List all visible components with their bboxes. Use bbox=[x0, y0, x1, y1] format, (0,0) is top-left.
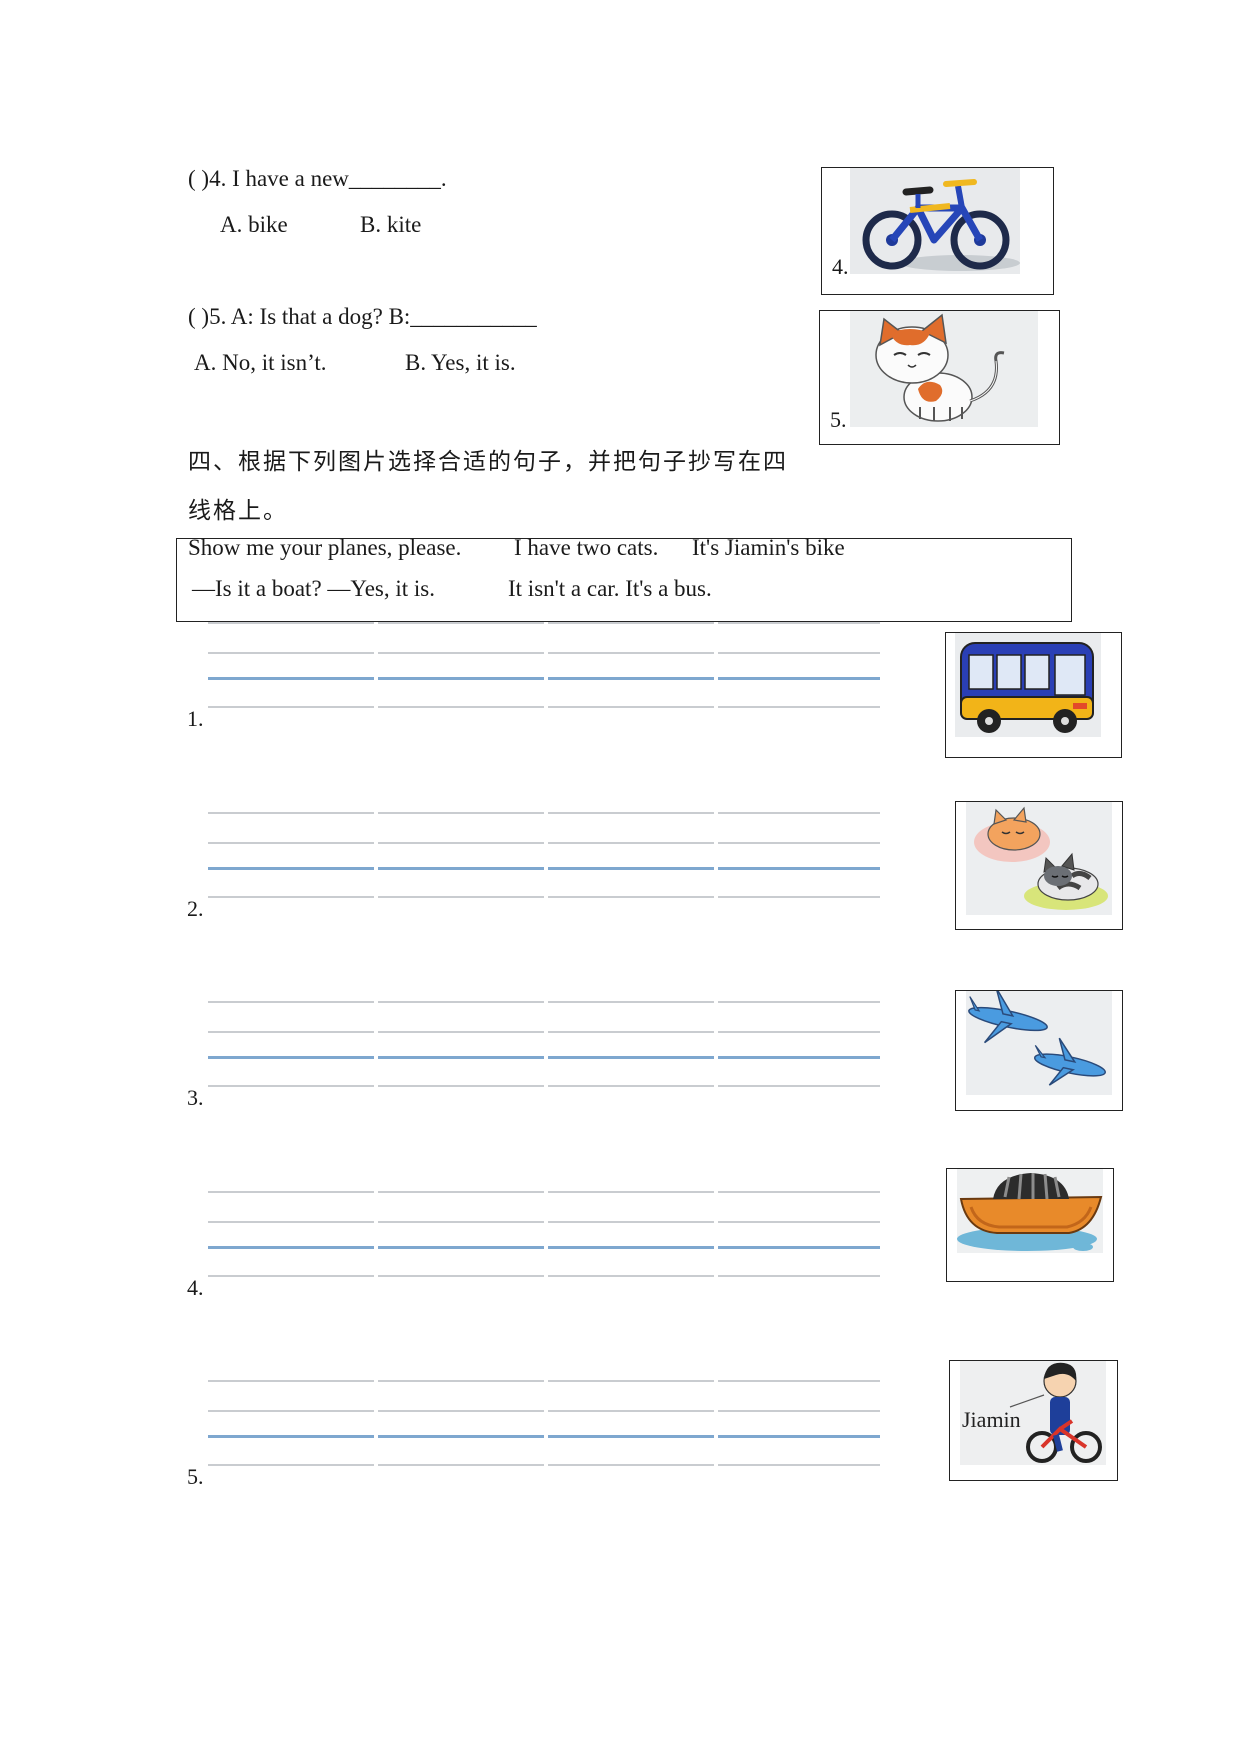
item-number: 1. bbox=[187, 706, 204, 731]
item-3-picture-frame bbox=[955, 990, 1123, 1111]
question-4-stem: ( )4. I have a new________. bbox=[188, 166, 447, 191]
bike-icon bbox=[850, 168, 1020, 274]
item-number: 5. bbox=[187, 1464, 204, 1489]
sentence-bank-item: It isn't a car. It's a bus. bbox=[508, 576, 712, 601]
section-4-heading-line1: 四、根据下列图片选择合适的句子，并把句子抄写在四 bbox=[188, 449, 788, 475]
boy-bike-icon: Jiamin bbox=[960, 1361, 1106, 1465]
boat-icon bbox=[957, 1169, 1103, 1253]
section-4-heading-line2: 线格上。 bbox=[188, 498, 288, 524]
two-cats-icon bbox=[966, 802, 1112, 915]
sentence-bank-item: —Is it a boat? —Yes, it is. bbox=[192, 576, 435, 601]
question-4-picture-label: 4. bbox=[832, 254, 849, 279]
planes-icon bbox=[966, 991, 1112, 1095]
question-5-option-a: A. No, it isn’t. bbox=[194, 350, 327, 375]
question-5-picture-label: 5. bbox=[830, 407, 847, 432]
cat-icon bbox=[850, 311, 1038, 427]
item-1-picture-frame bbox=[945, 632, 1122, 758]
sentence-bank-item: Show me your planes, please. bbox=[188, 535, 462, 560]
item-4-picture-frame bbox=[946, 1168, 1114, 1282]
item-5-picture-frame: Jiamin bbox=[949, 1360, 1118, 1481]
question-5-stem: ( )5. A: Is that a dog? B:___________ bbox=[188, 304, 537, 329]
question-5-option-b: B. Yes, it is. bbox=[405, 350, 516, 375]
question-5-picture-frame: 5. bbox=[819, 310, 1060, 445]
item-number: 3. bbox=[187, 1085, 204, 1110]
item-number: 4. bbox=[187, 1275, 204, 1300]
question-4-option-a: A. bike bbox=[220, 212, 288, 237]
question-4-option-b: B. kite bbox=[360, 212, 422, 237]
sentence-bank-box bbox=[176, 538, 1072, 622]
sentence-bank-item: I have two cats. bbox=[514, 535, 659, 560]
item-number: 2. bbox=[187, 896, 204, 921]
four-line-grid-2[interactable] bbox=[208, 812, 880, 900]
four-line-grid-1[interactable] bbox=[208, 622, 880, 710]
bus-icon bbox=[955, 633, 1101, 737]
four-line-grid-3[interactable] bbox=[208, 1001, 880, 1089]
question-4-picture-frame: 4. bbox=[821, 167, 1054, 295]
four-line-grid-4[interactable] bbox=[208, 1191, 880, 1279]
item-2-picture-frame bbox=[955, 801, 1123, 930]
four-line-grid-5[interactable] bbox=[208, 1380, 880, 1468]
sentence-bank-item: It's Jiamin's bike bbox=[692, 535, 845, 560]
jiamin-label: Jiamin bbox=[962, 1407, 1021, 1432]
